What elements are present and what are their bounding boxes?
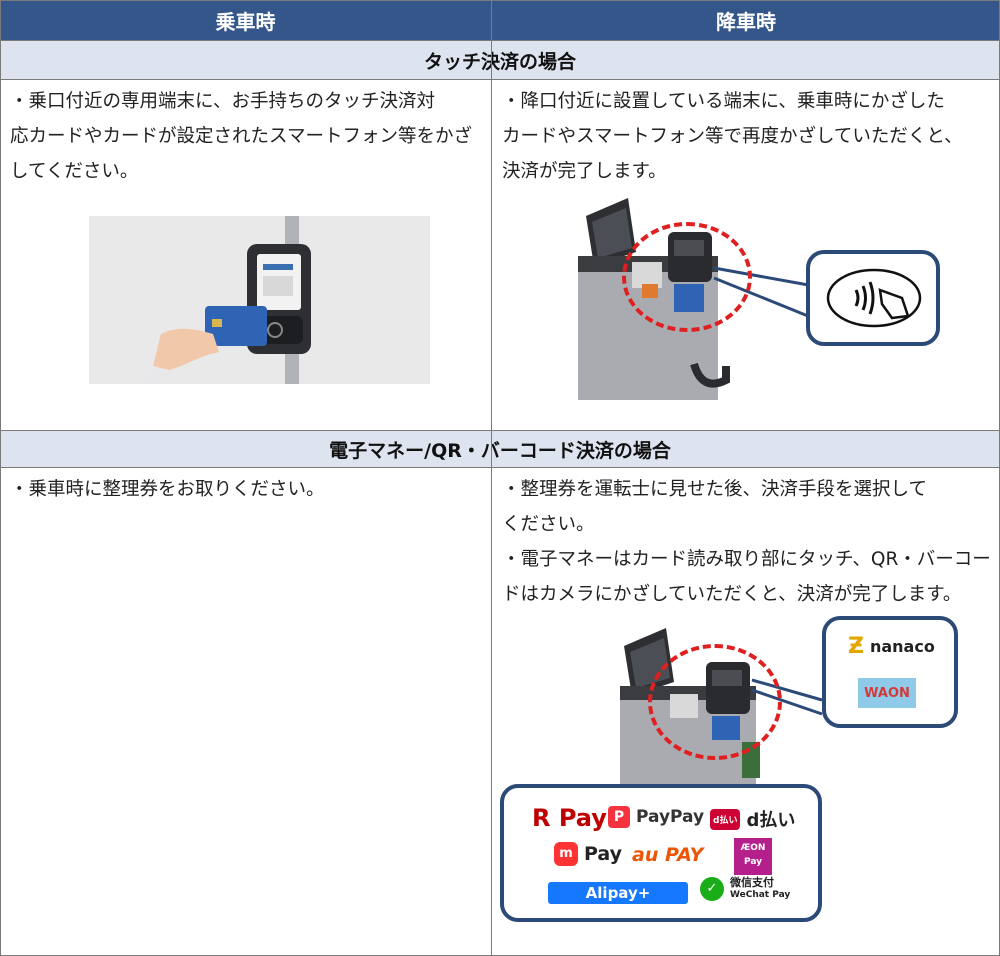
wechat-pay-top-label: 微信支付: [730, 876, 774, 889]
aeon-pay-top-label: ÆON: [740, 843, 766, 853]
text-line: カードやスマートフォン等で再度かざしていただくと、: [502, 126, 963, 147]
qr-boarding-text: ・乗車時に整理券をお取りください。: [10, 472, 486, 507]
paypay-label: PayPay: [636, 807, 705, 827]
boarding-terminal-photo: [89, 216, 430, 384]
text-line: ドはカメラにかざしていただくと、決済が完了します。: [502, 584, 962, 605]
contactless-icon: [826, 268, 922, 328]
qr-logo-bubble: R Pay P PayPay d払い d払い m Pay au PAY ÆON …: [500, 784, 822, 922]
text-line: 応カードやカードが設定されたスマートフォン等をかざ: [10, 126, 472, 147]
aeon-pay-logo: ÆON Pay: [734, 838, 772, 875]
waon-logo: WAON: [858, 678, 916, 708]
alipay-plus-logo: Alipay+: [548, 882, 688, 904]
nanaco-logo: Ƶ nanaco: [848, 634, 935, 659]
text-line: 決済が完了します。: [502, 161, 667, 182]
alipay-plus-label: Alipay+: [585, 884, 651, 902]
section-title-touch: タッチ決済の場合: [0, 40, 1000, 80]
section-title-qr: 電子マネー/QR・バーコード決済の場合: [0, 430, 1000, 468]
paypay-icon: P: [608, 806, 630, 828]
touch-boarding-text: ・乗口付近の専用端末に、お手持ちのタッチ決済対 応カードやカードが設定されたスマ…: [10, 84, 486, 189]
header-boarding: 乗車時: [0, 0, 491, 40]
wechat-pay-logo: ✓ 微信支付 WeChat Pay: [700, 876, 790, 902]
text-line: ・降口付近に設置している端末に、乗車時にかざした: [502, 91, 945, 112]
text-line: してください。: [10, 161, 139, 182]
giraffe-icon: Ƶ: [848, 634, 864, 659]
rakuten-pay-label: R Pay: [532, 804, 607, 832]
payment-card: [205, 306, 267, 346]
text-line: ・乗車時に整理券をお取りください。: [10, 479, 325, 500]
touch-reader-highlight: [622, 222, 752, 332]
text-line: ・乗口付近の専用端末に、お手持ちのタッチ決済対: [10, 91, 435, 112]
nanaco-label: nanaco: [869, 637, 935, 656]
text-line: ・整理券を運転士に見せた後、決済手段を選択して: [502, 479, 927, 500]
d-barai-logo: d払い d払い: [710, 806, 795, 832]
contactless-symbol-bubble: [806, 250, 940, 346]
wechat-pay-icon: ✓: [700, 877, 724, 901]
d-barai-label: d払い: [746, 810, 796, 831]
au-pay-logo: au PAY: [632, 844, 703, 866]
wechat-pay-text: 微信支付 WeChat Pay: [730, 876, 790, 902]
merpay-label: Pay: [584, 843, 623, 865]
qr-alighting-text: ・整理券を運転士に見せた後、決済手段を選択して ください。 ・電子マネーはカード…: [502, 472, 994, 612]
text-line: ください。: [502, 514, 595, 535]
merpay-icon: m: [554, 842, 578, 866]
au-pay-label: au PAY: [632, 844, 704, 866]
d-barai-icon: d払い: [710, 808, 741, 830]
header-alighting: 降車時: [492, 0, 1000, 40]
waon-label: WAON: [864, 685, 910, 701]
hand: [153, 328, 219, 370]
rakuten-pay-logo: R Pay: [532, 804, 607, 832]
aeon-pay-bottom-label: Pay: [743, 857, 763, 867]
qr-reader-highlight: [648, 644, 782, 760]
text-line: ・電子マネーはカード読み取り部にタッチ、QR・バーコー: [502, 549, 991, 570]
emoney-logo-bubble: Ƶ nanaco WAON: [822, 616, 958, 728]
merpay-logo: m Pay: [554, 842, 622, 866]
wechat-pay-bottom-label: WeChat Pay: [730, 890, 791, 900]
paypay-logo: P PayPay: [608, 806, 704, 828]
touch-alighting-text: ・降口付近に設置している端末に、乗車時にかざした カードやスマートフォン等で再度…: [502, 84, 994, 189]
column-divider: [491, 0, 492, 956]
